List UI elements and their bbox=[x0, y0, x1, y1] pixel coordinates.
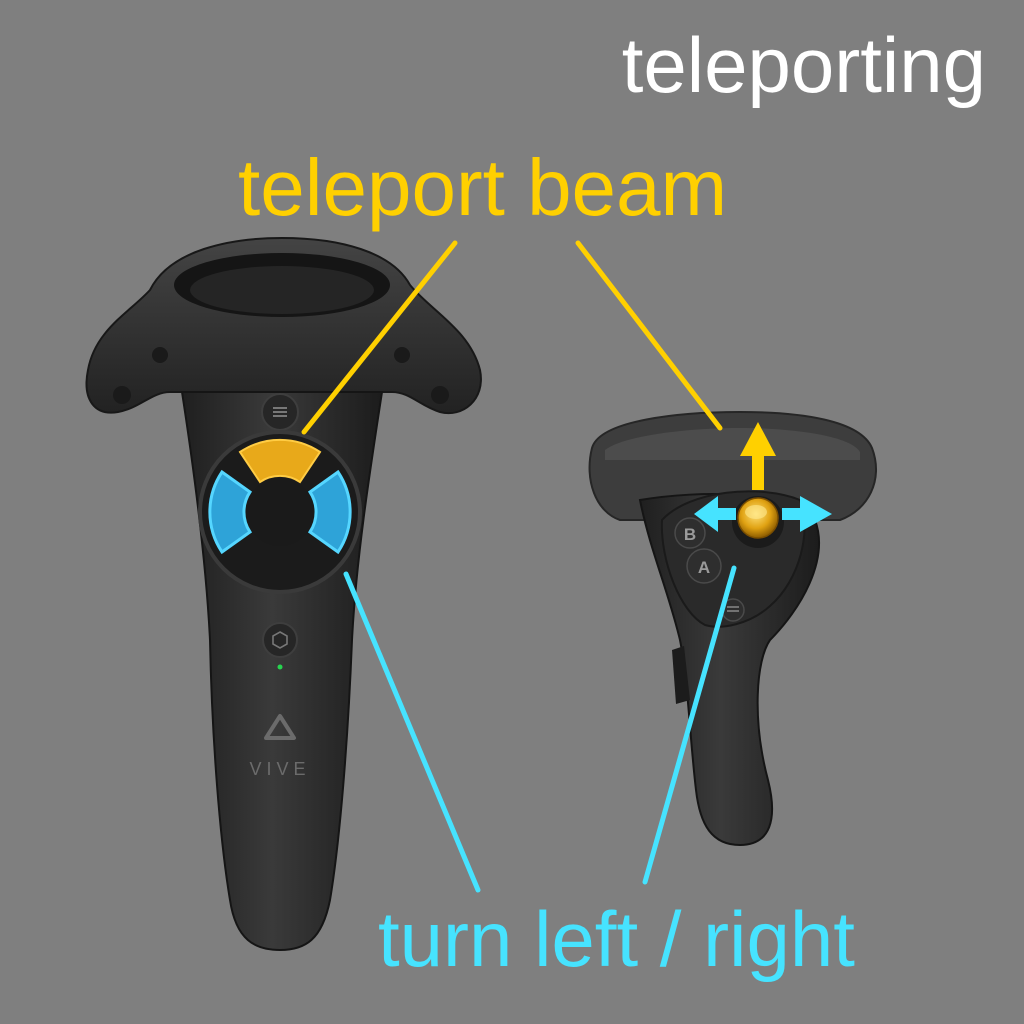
teleport-beam-label: teleport beam bbox=[238, 143, 728, 232]
turn-label: turn left / right bbox=[378, 895, 855, 983]
touch-grip-trigger[interactable] bbox=[672, 646, 690, 704]
trackpad-right-segment[interactable] bbox=[307, 469, 352, 555]
button-b[interactable] bbox=[674, 517, 706, 549]
turn-leader-lines bbox=[343, 565, 737, 893]
trackpad-up-segment[interactable] bbox=[238, 438, 322, 484]
trackpad-left-segment[interactable] bbox=[208, 469, 253, 555]
touch-controller bbox=[588, 410, 877, 847]
button-a[interactable] bbox=[686, 548, 722, 584]
vive-controller bbox=[85, 236, 482, 952]
left-arrow-icon bbox=[694, 496, 736, 532]
trackpad-center[interactable] bbox=[246, 478, 314, 546]
system-icon bbox=[272, 631, 288, 649]
teleport-leader-lines bbox=[301, 240, 723, 435]
vive-brand-text: VIVE bbox=[249, 759, 310, 779]
menu-icon bbox=[727, 606, 739, 612]
up-arrow-icon bbox=[740, 422, 776, 490]
diagram-title: teleporting bbox=[621, 21, 986, 109]
button-b-label: B bbox=[684, 525, 696, 544]
right-arrow-icon bbox=[782, 496, 832, 532]
vive-system-button[interactable] bbox=[262, 622, 298, 658]
vive-logo-icon bbox=[264, 714, 296, 740]
menu-icon bbox=[273, 407, 287, 417]
button-a-label: A bbox=[698, 558, 710, 577]
status-led bbox=[277, 664, 283, 670]
